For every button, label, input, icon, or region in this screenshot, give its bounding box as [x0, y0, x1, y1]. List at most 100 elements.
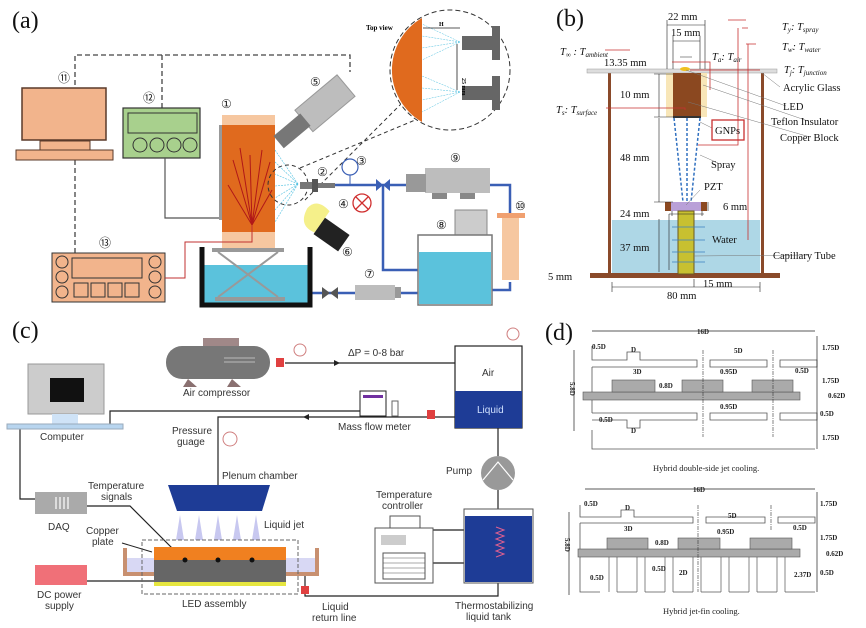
panel-b: (b) 22 mm 15 mm 13.35 mm 10 mm 48 mm 6 m…: [548, 6, 840, 302]
panel-b-label: (b): [556, 6, 584, 32]
label-computer: Computer: [40, 432, 85, 443]
label-9: ⑨: [450, 151, 461, 165]
label-led-assembly: LED assembly: [182, 599, 246, 610]
air-compressor: [166, 338, 270, 387]
dim-0-5d: 0.5D: [599, 416, 613, 424]
part-leader-lines: [685, 69, 811, 257]
label-liquid-jet: Liquid jet: [264, 520, 304, 531]
return-valve: [301, 586, 309, 594]
label-acrylic-glass: Acrylic Glass: [783, 83, 840, 94]
left-wall: [608, 73, 611, 276]
led-module: [154, 560, 286, 582]
compressor-gauge-icon: [293, 343, 307, 357]
gnp-coating: [673, 116, 701, 118]
mass-flow-meter: [359, 390, 399, 417]
label-11: ⑪: [58, 71, 70, 85]
temperature-leader-lines: [605, 19, 760, 240]
dim-0-95d: 0.95D: [717, 528, 734, 536]
label-plenum: Plenum chamber: [222, 471, 298, 482]
led-assembly-box: [141, 539, 299, 595]
water-bath: [199, 247, 313, 308]
label-daq: DAQ: [48, 522, 70, 533]
label-mass-flow-meter: Mass flow meter: [338, 422, 411, 433]
label-temp-controller-1: Temperature: [376, 490, 433, 501]
plenum-chamber: [168, 485, 270, 511]
filter-10: [497, 213, 525, 280]
label-air: Air: [482, 368, 495, 379]
dim-0-62d: 0.62D: [826, 550, 843, 558]
dim-d: D: [625, 504, 630, 512]
dim-0-95d: 0.95D: [720, 403, 737, 411]
spray-fan: [274, 149, 299, 223]
dim-0-95d: 0.95D: [720, 368, 737, 376]
power-controller-13: [51, 252, 166, 303]
label-2: ②: [317, 165, 328, 179]
label-air-compressor: Air compressor: [183, 388, 251, 399]
double-side-jet-diagram: [573, 330, 818, 450]
dim-5d: 5D: [728, 512, 737, 520]
panel-d: (d) 16D 1.75D 1.75D 1.75D 0.62D 0.5D 0.5…: [545, 320, 845, 616]
label-5: ⑤: [310, 75, 321, 89]
pump-9: [406, 168, 490, 199]
dim-16d: 16D: [697, 328, 709, 336]
dim-48mm: 48 mm: [620, 153, 649, 164]
dim-d: D: [631, 346, 636, 354]
dim-5-8d: 5.8D: [563, 538, 571, 552]
label-3: ③: [356, 154, 367, 168]
label-temp-signals-1: Temperature: [88, 481, 145, 492]
pump: [481, 456, 515, 490]
dim-1-75d: 1.75D: [820, 534, 837, 542]
dim-0-5d: 0.5D: [795, 367, 809, 375]
base-plate: [590, 273, 780, 278]
dim-5d: 5D: [734, 347, 743, 355]
temp-water: Tw: Twater: [782, 42, 821, 54]
thermocouple: [249, 557, 255, 563]
pump-7: [355, 285, 401, 300]
thermocouple: [215, 557, 221, 563]
dim-3d: 3D: [633, 368, 642, 376]
dim-15mm-tube: 15 mm: [703, 279, 732, 290]
connection-lines: [19, 362, 499, 597]
dim-80mm: 80 mm: [667, 291, 696, 302]
dim-0-5d: 0.5D: [584, 500, 598, 508]
spray-cone: [673, 117, 701, 203]
pressure-gauge-icon: [222, 431, 238, 447]
temp-air: Ta: Tair: [712, 52, 742, 64]
label-1: ①: [221, 97, 232, 111]
jet-fin-diagram: [568, 488, 818, 595]
thermostabilizing-tank: [463, 508, 534, 584]
temp-junction: Tj: Tjunction: [784, 65, 827, 77]
dim-6mm: 6 mm: [723, 202, 747, 213]
label-capillary-tube: Capillary Tube: [773, 251, 836, 262]
tank-gauge-icon: [506, 327, 520, 341]
nozzle-2: [300, 179, 335, 192]
dim-16d: 16D: [693, 486, 705, 494]
temp-surface: Ts: Tsurface: [556, 105, 597, 117]
panel-a: (a) ⑪ ⑫ ①: [12, 8, 526, 308]
thermocouple-wire: [164, 158, 222, 219]
temp-spray: Ty: Tspray: [782, 22, 819, 34]
drain-valve: [322, 287, 338, 299]
dim-37mm: 37 mm: [620, 243, 649, 254]
panel-c: (c) Air compressor ΔP = 0-8 bar: [6, 318, 534, 624]
daq: [35, 492, 87, 514]
label-copper-block: Copper Block: [780, 133, 839, 144]
needle-valve: [376, 179, 390, 191]
label-liquid: Liquid: [477, 405, 504, 416]
computer-11: [15, 87, 114, 161]
label-return-line-2: return line: [312, 613, 357, 624]
temp-ambient: T∞ : Tambient: [560, 47, 609, 59]
label-pressure-gauge-1: Pressure: [172, 426, 212, 437]
led-strip: [154, 582, 286, 586]
dim-1-75d: 1.75D: [822, 344, 839, 352]
label-tank-2: liquid tank: [466, 612, 512, 623]
label-13: ⑬: [99, 236, 111, 250]
label-gnps: GNPs: [715, 126, 740, 137]
label-water: Water: [712, 235, 737, 246]
label-pump: Pump: [446, 466, 473, 477]
liquid-jets: [176, 515, 260, 540]
label-12: ⑫: [143, 91, 155, 105]
dim-0-5d: 0.5D: [793, 524, 807, 532]
dim-fin-2-37d: 2.37D: [794, 571, 811, 579]
